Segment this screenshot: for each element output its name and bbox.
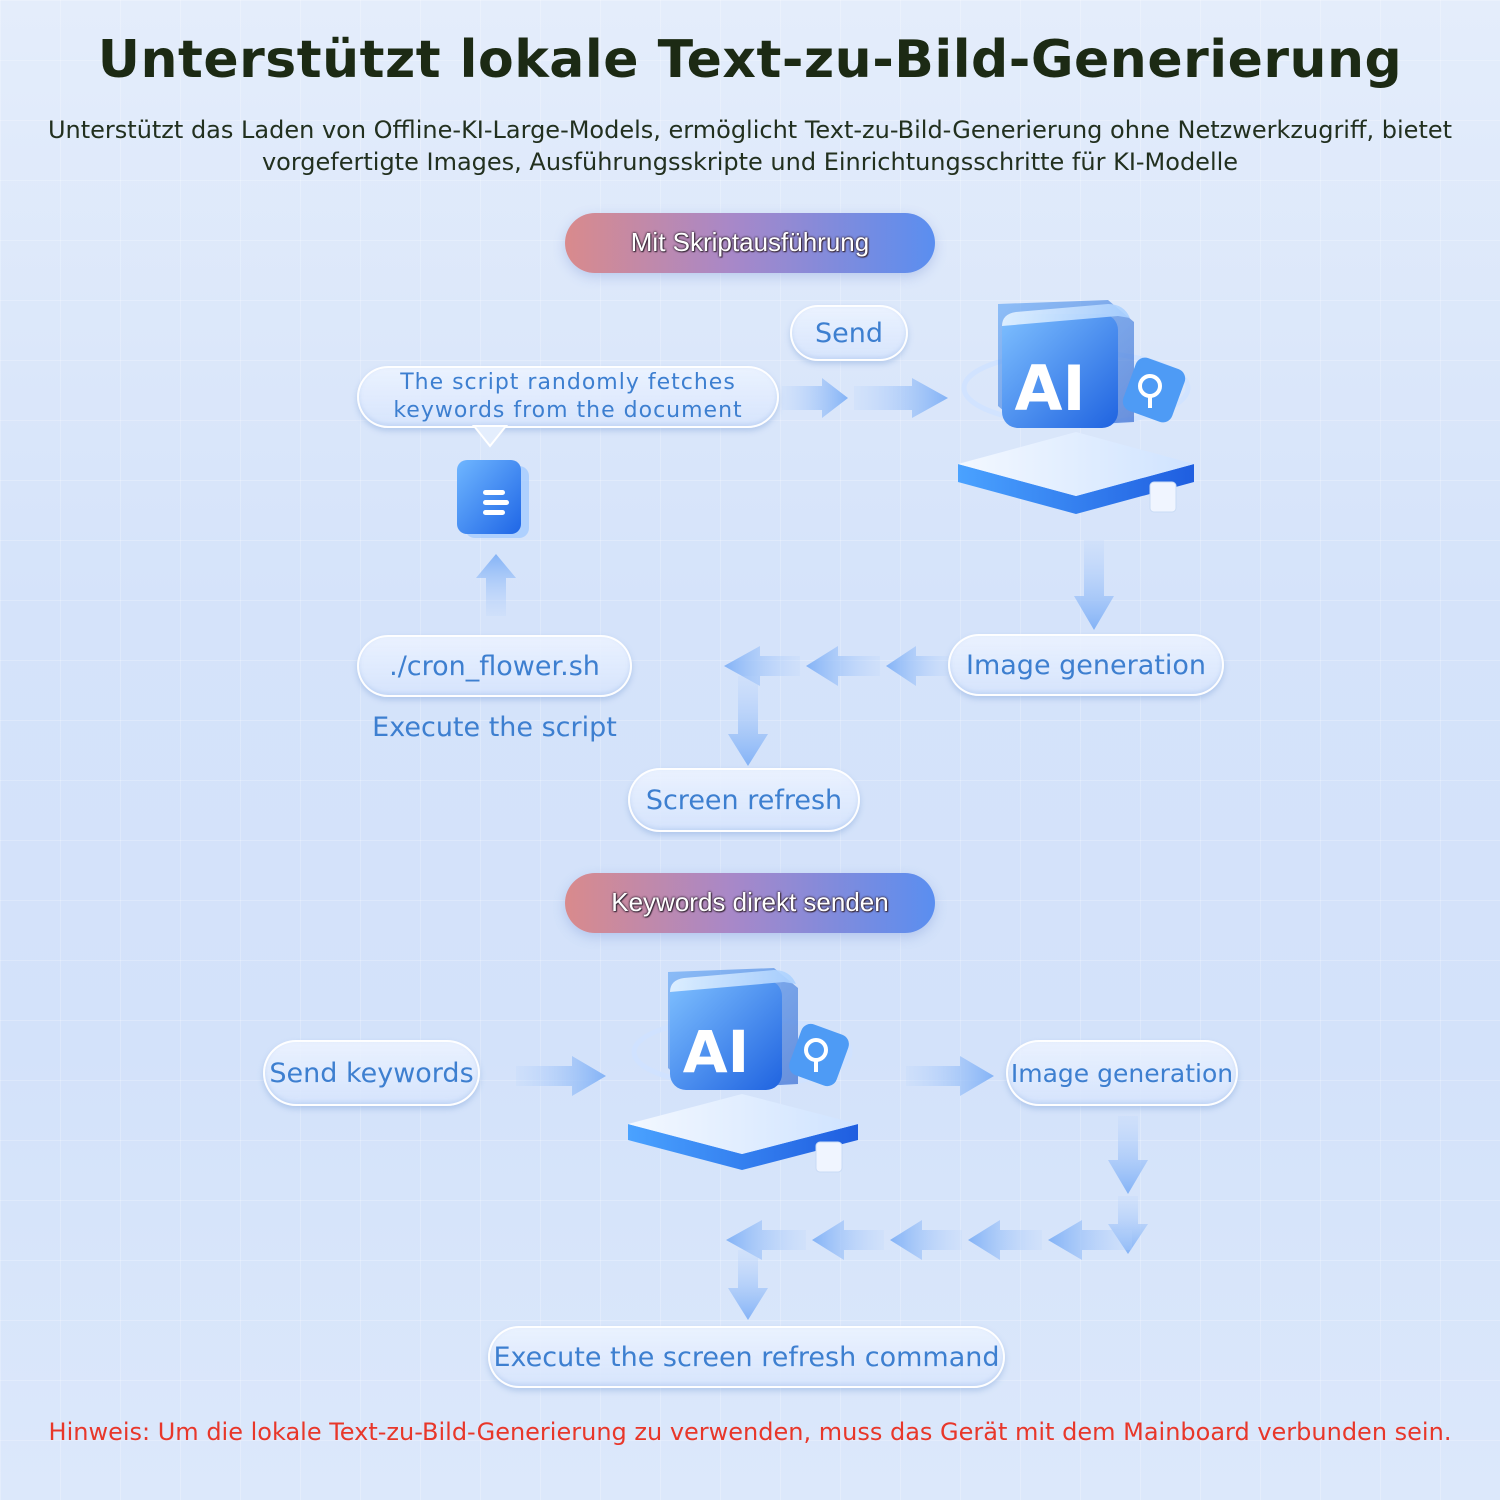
- execute-script-label: Execute the script: [372, 712, 617, 743]
- page-subtitle: Unterstützt das Laden von Offline-KI-Lar…: [47, 116, 1453, 176]
- send-keywords-pill: Send keywords: [263, 1040, 480, 1106]
- section-heading-direct: Keywords direkt senden: [565, 873, 935, 933]
- page-title: Unterstützt lokale Text-zu-Bild-Generier…: [97, 30, 1403, 90]
- send-label: Send: [814, 317, 883, 349]
- arrow-to-ai-1: [782, 378, 948, 418]
- section-heading-script: Mit Skriptausführung: [565, 213, 935, 273]
- image-generation-label-2: Image generation: [1010, 1058, 1234, 1088]
- image-generation-pill-1: Image generation: [948, 634, 1224, 696]
- footer-note: Hinweis: Um die lokale Text-zu-Bild-Gene…: [48, 1418, 1452, 1446]
- ai-chip-icon-2: AI: [628, 964, 868, 1183]
- refresh-command-pill: Execute the screen refresh command: [488, 1326, 1005, 1388]
- command-pill: ./cron_flower.sh: [357, 635, 632, 697]
- send-keywords-label: Send keywords: [269, 1057, 474, 1089]
- script-fetch-bubble: The script randomly fetches keywords fro…: [357, 366, 779, 428]
- arrow-down-to-image-gen-1: [1074, 540, 1114, 630]
- ai-chip-icon-1: AI: [958, 296, 1198, 525]
- ai-text-1: AI: [1014, 352, 1085, 425]
- command-label: ./cron_flower.sh: [389, 650, 600, 682]
- arrow-left-row-2: [726, 1220, 1132, 1260]
- image-generation-pill-2: Image generation: [1006, 1040, 1238, 1106]
- arrow-to-image-gen-2: [906, 1056, 994, 1096]
- arrow-up-to-doc: [476, 554, 516, 616]
- screen-refresh-pill: Screen refresh: [628, 768, 860, 832]
- arrow-down-to-screen-refresh: [728, 676, 768, 766]
- arrow-to-ai-2: [516, 1056, 606, 1096]
- arrow-down-from-image-gen-2: [1108, 1116, 1148, 1254]
- script-fetch-line2: keywords from the document: [393, 398, 743, 423]
- document-icon: [455, 458, 535, 546]
- bubble-tail: [471, 425, 509, 448]
- arrow-down-to-refresh-command: [728, 1250, 768, 1320]
- send-pill: Send: [790, 305, 908, 361]
- script-fetch-line1: The script randomly fetches: [400, 370, 736, 395]
- image-generation-label-1: Image generation: [966, 649, 1206, 681]
- ai-text-2: AI: [683, 1018, 749, 1086]
- screen-refresh-label: Screen refresh: [645, 784, 843, 816]
- refresh-command-label: Execute the screen refresh command: [493, 1341, 1000, 1373]
